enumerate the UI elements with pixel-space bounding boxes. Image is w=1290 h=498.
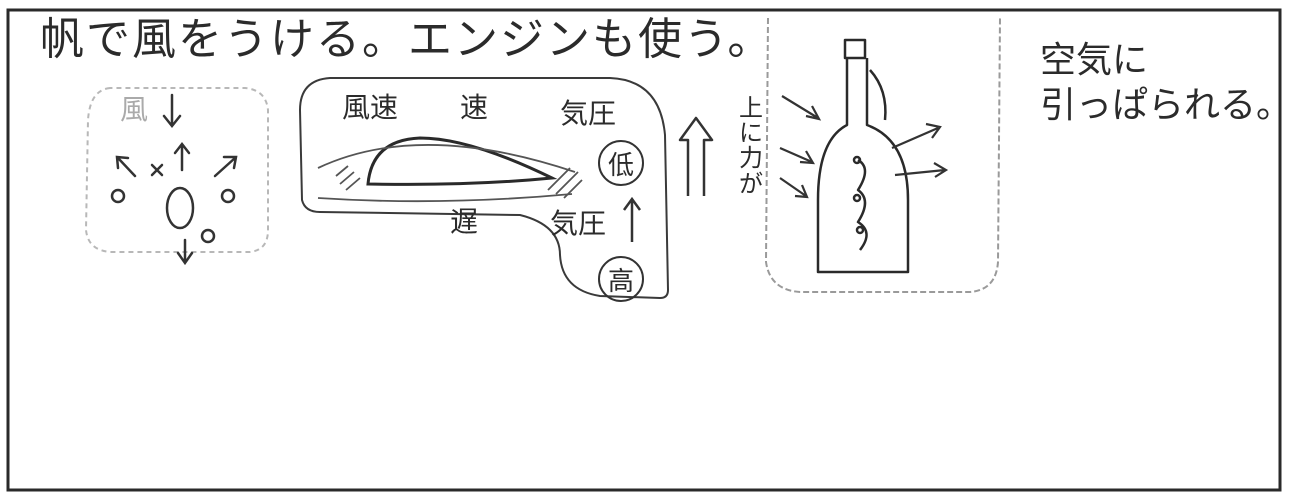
bottle-rocket-icon: [816, 38, 910, 274]
lift-label: 上に力が: [739, 94, 763, 198]
low-pressure-marker: 低: [598, 140, 644, 186]
airflow-lines: [317, 144, 583, 203]
wind-down-arrow: [162, 93, 182, 129]
airfoil-icon: [366, 136, 558, 186]
wing-diagram-border: [298, 77, 670, 300]
fast-label: 速: [460, 91, 489, 124]
slow-label: 遅: [450, 205, 479, 238]
sail-arrows: [115, 93, 238, 266]
high-label: 高: [607, 266, 634, 297]
right-note: 空気に 引っぱられる。: [1040, 40, 1290, 126]
high-pressure-marker: 高: [598, 256, 644, 302]
bottom-circle: [200, 228, 216, 244]
lift-arrow: [678, 116, 714, 196]
pressure-bottom-label: 気圧: [550, 207, 607, 240]
wind-speed-label: 風速: [342, 91, 399, 124]
low-label: 低: [607, 150, 634, 181]
wind-label: 風: [120, 93, 149, 126]
note-title: 帆で風をうける。エンジンも使う。: [40, 14, 774, 65]
air-arrows: [779, 95, 949, 199]
answer-box-border: [6, 8, 1282, 492]
right-circle: [220, 188, 236, 204]
sail-icon: [165, 186, 195, 230]
pressure-up-arrow: [622, 196, 642, 242]
rocket-box-border: [764, 17, 1001, 293]
sail-diagram-border: [84, 87, 269, 253]
pressure-top-label: 気圧: [560, 97, 617, 130]
left-circle: [110, 188, 126, 204]
sail-shapes: [110, 186, 236, 244]
